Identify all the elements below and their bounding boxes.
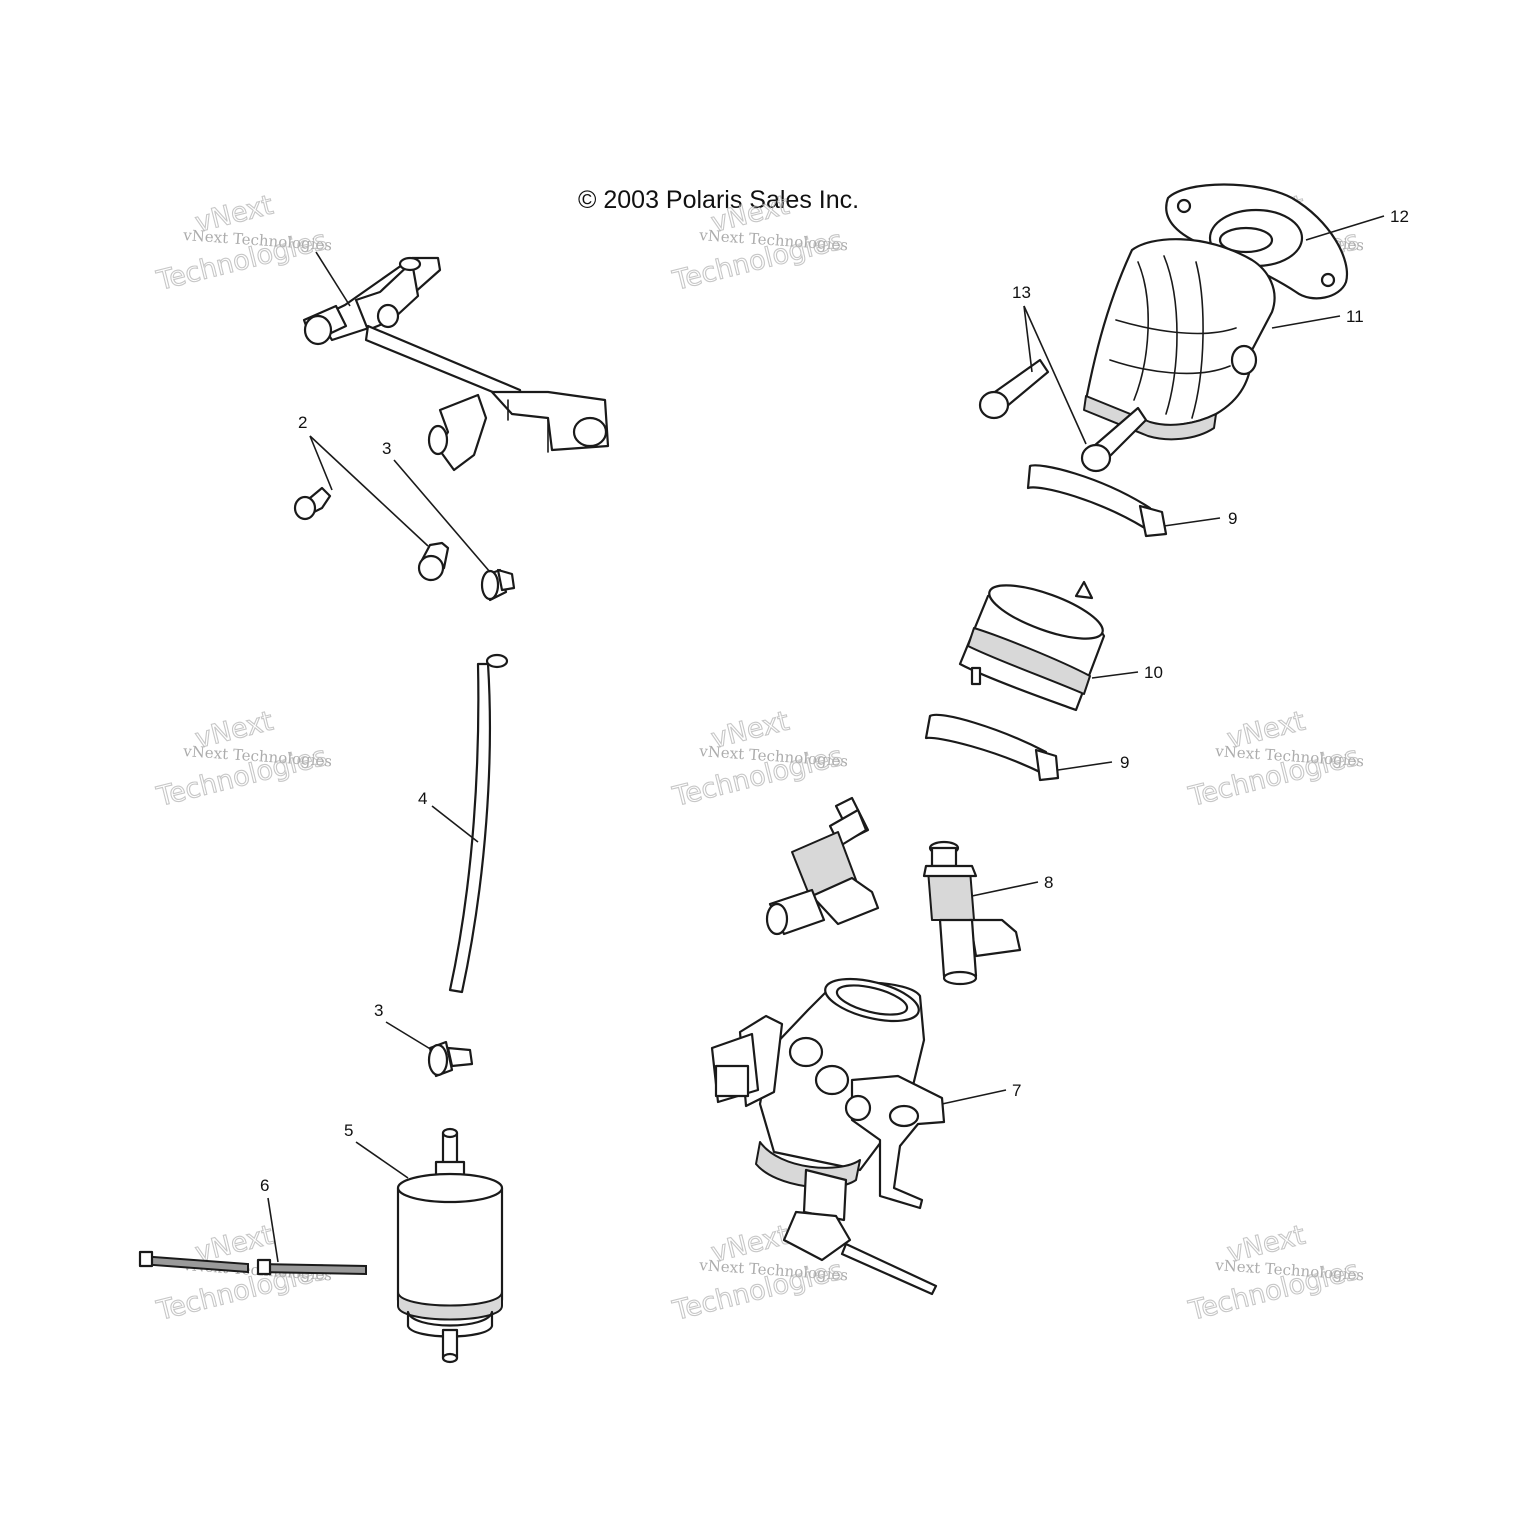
- bolt-1: [978, 358, 1050, 420]
- leader-rail: [315, 251, 351, 307]
- band-clamp-upper: [1026, 464, 1168, 538]
- bolt-2: [1080, 406, 1148, 473]
- leader-9-lower: [1057, 761, 1113, 771]
- fuel-injector-1: [765, 796, 880, 936]
- leader-11: [1271, 315, 1341, 329]
- watermark-mid-left: vNext vNext Technologies Technologies: [153, 705, 333, 814]
- watermark-mid-right: vNext vNext Technologies Technologies: [1185, 705, 1365, 814]
- callout-5: 5: [344, 1121, 353, 1140]
- callout-6: 6: [260, 1176, 269, 1195]
- cable-tie-1: [138, 1250, 249, 1274]
- fuel-hose: [448, 653, 509, 994]
- throttle-body: [710, 977, 946, 1296]
- leader-13a: [1023, 305, 1033, 373]
- callout-8: 8: [1044, 873, 1053, 892]
- leader-7: [941, 1089, 1007, 1105]
- leader-10: [1091, 671, 1139, 679]
- screw-1: [293, 486, 332, 521]
- leader-3-upper: [393, 459, 491, 573]
- cable-tie-2: [256, 1258, 367, 1276]
- fuel-filter: [396, 1127, 504, 1364]
- callout-3-lower: 3: [374, 1001, 383, 1020]
- leader-9-upper: [1163, 517, 1221, 527]
- copyright-text: © 2003 Polaris Sales Inc.: [578, 186, 859, 214]
- leader-5: [355, 1141, 409, 1179]
- callout-3-upper: 3: [382, 439, 391, 458]
- intake-manifold: [1083, 226, 1276, 441]
- fuel-rail-assembly: [302, 256, 610, 472]
- callout-11: 11: [1346, 307, 1364, 326]
- leader-6: [267, 1197, 279, 1263]
- callout-10: 10: [1144, 663, 1163, 682]
- leader-4: [431, 805, 479, 843]
- callout-9-lower: 9: [1120, 753, 1129, 772]
- callout-4: 4: [418, 789, 427, 808]
- leader-8: [971, 881, 1039, 897]
- screw-2: [417, 541, 450, 582]
- hose-clamp-lower: [427, 1040, 474, 1078]
- watermark-top-center: vNext vNext Technologies Technologies: [669, 189, 849, 298]
- band-clamp-lower: [924, 713, 1060, 782]
- leader-3-lower: [385, 1021, 433, 1051]
- callout-7: 7: [1012, 1081, 1021, 1100]
- leader-12: [1305, 215, 1385, 241]
- watermark-mid-center: vNext vNext Technologies Technologies: [669, 705, 849, 814]
- intake-coupler: [958, 580, 1106, 712]
- watermark-top-left: vNext vNext Technologies Technologies: [153, 189, 333, 298]
- callout-13: 13: [1012, 283, 1031, 302]
- hose-clamp-upper: [480, 568, 516, 602]
- callout-2: 2: [298, 413, 307, 432]
- callout-9-upper: 9: [1228, 509, 1237, 528]
- callout-12: 12: [1390, 207, 1409, 226]
- leader-13b: [1023, 305, 1087, 445]
- fuel-injector-2: [922, 840, 1022, 986]
- watermark-bottom-right: vNext vNext Technologies Technologies: [1185, 1219, 1365, 1328]
- leader-2a: [309, 435, 333, 491]
- leader-2b: [309, 435, 429, 547]
